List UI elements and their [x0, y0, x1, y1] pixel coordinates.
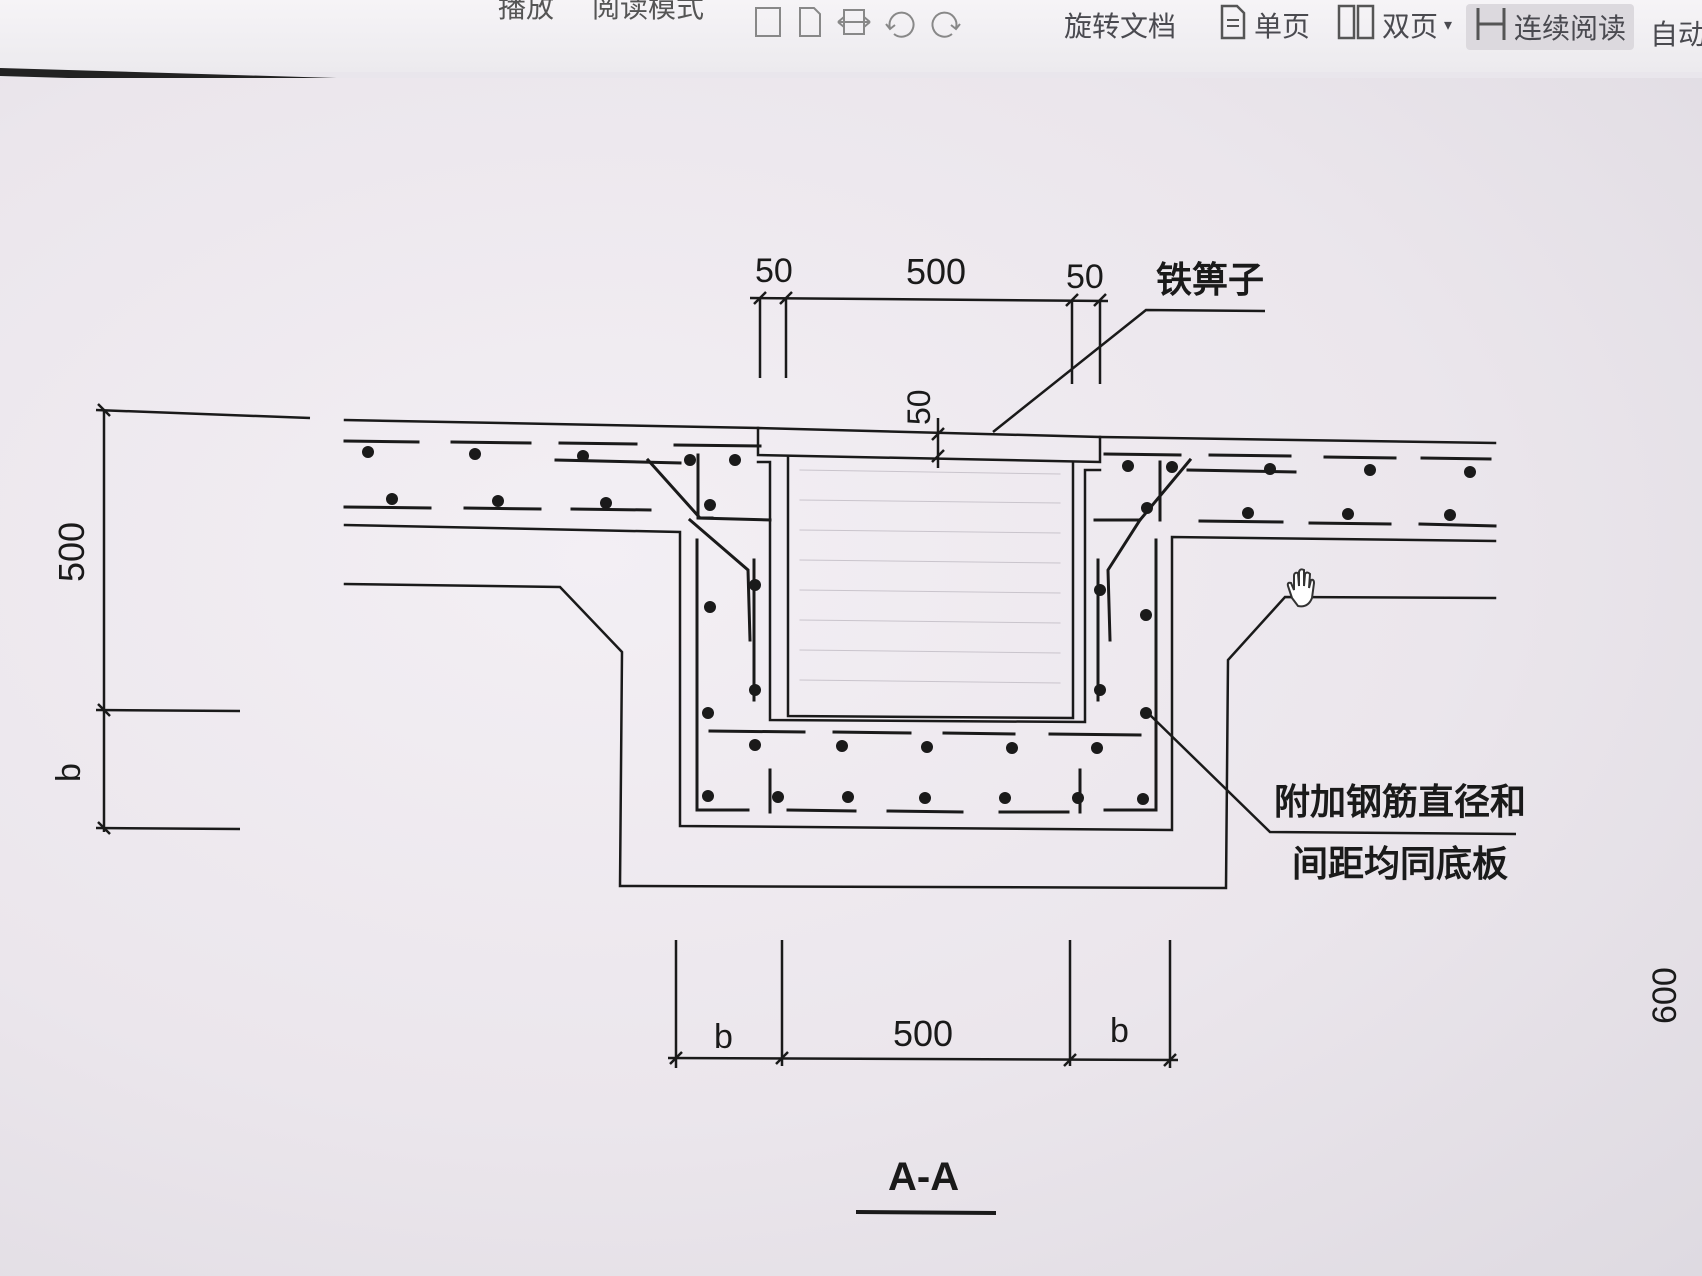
auto-scroll-label: 自动 [1650, 19, 1702, 50]
iron-grate [756, 426, 1102, 720]
single-page-button[interactable]: 单页 [1218, 2, 1310, 48]
dim-top-center: 500 [906, 251, 966, 292]
bottom-dimension-lines [667, 940, 1179, 1068]
dim-left-500: 500 [51, 522, 92, 582]
double-page-label: 双页 [1382, 11, 1439, 42]
left-dimension-lines [95, 403, 311, 835]
single-page-icon [1218, 3, 1248, 48]
cover-thickness-dimension [931, 418, 945, 468]
dim-cover-thickness: 50 [901, 389, 937, 425]
double-page-icon [1336, 3, 1376, 48]
note-line-1: 附加钢筋直径和 [1274, 782, 1526, 823]
rotate-left-icon[interactable] [880, 4, 920, 47]
continuous-read-button[interactable]: 连续阅读 [1466, 4, 1635, 50]
menu-reading-mode[interactable]: 阅读模式 [592, 0, 705, 23]
dim-bottom-center: 500 [893, 1013, 953, 1054]
slab-outline [343, 418, 1497, 832]
dim-left-b: b [50, 763, 88, 782]
rotate-document-button[interactable]: 旋转文档 [1064, 2, 1176, 48]
section-title-underline [855, 1210, 997, 1215]
dim-right-edge: 600 [1646, 967, 1684, 1024]
bottom-rebar [708, 729, 1142, 814]
trench-inner-wall [756, 460, 1102, 724]
fit-page-icon[interactable] [750, 4, 786, 47]
rotate-document-label: 旋转文档 [1064, 11, 1177, 42]
dim-top-right: 50 [1066, 258, 1104, 296]
continuous-read-label: 连续阅读 [1514, 13, 1627, 44]
menu-play[interactable]: 播放 [498, 0, 555, 23]
slab-top-rebar [343, 439, 1497, 528]
section-drawing: 50 500 50 50 铁箅子 500 b b 500 b 附加钢筋直径和 间… [50, 251, 1684, 1215]
page-icon[interactable] [792, 4, 828, 47]
continuous-read-icon [1474, 5, 1508, 50]
toolbar-icon-group [750, 2, 966, 48]
note-line-2: 间距均同底板 [1292, 844, 1508, 885]
dim-top-left: 50 [755, 252, 793, 290]
corner-reinforcement [645, 443, 1193, 642]
wall-vertical-rebar [695, 538, 1158, 814]
grate-leader-line [992, 308, 1266, 433]
top-dimension-lines [749, 291, 1109, 384]
dim-bottom-b-left: b [714, 1018, 733, 1056]
chevron-down-icon[interactable]: ▾ [1444, 17, 1453, 34]
single-page-label: 单页 [1254, 11, 1311, 42]
document-toolbar: 播放 阅读模式 旋转文档 单页 双页 ▾ 连续阅读 自动 [0, 0, 1702, 72]
grate-label: 铁箅子 [1156, 260, 1264, 301]
section-title: A-A [888, 1155, 959, 1199]
fit-width-icon[interactable] [834, 4, 874, 47]
hand-cursor-icon [1286, 568, 1316, 608]
double-page-button[interactable]: 双页 ▾ [1336, 2, 1452, 48]
rotate-right-icon[interactable] [926, 4, 966, 47]
rebar-dots [362, 446, 1476, 805]
document-page: 50 500 50 50 铁箅子 500 b b 500 b 附加钢筋直径和 间… [0, 78, 1702, 1276]
dim-bottom-b-right: b [1110, 1012, 1129, 1050]
auto-scroll-button[interactable]: 自动 [1650, 10, 1702, 56]
bedding-outline [343, 582, 1497, 890]
note-leader-line [1149, 714, 1517, 836]
